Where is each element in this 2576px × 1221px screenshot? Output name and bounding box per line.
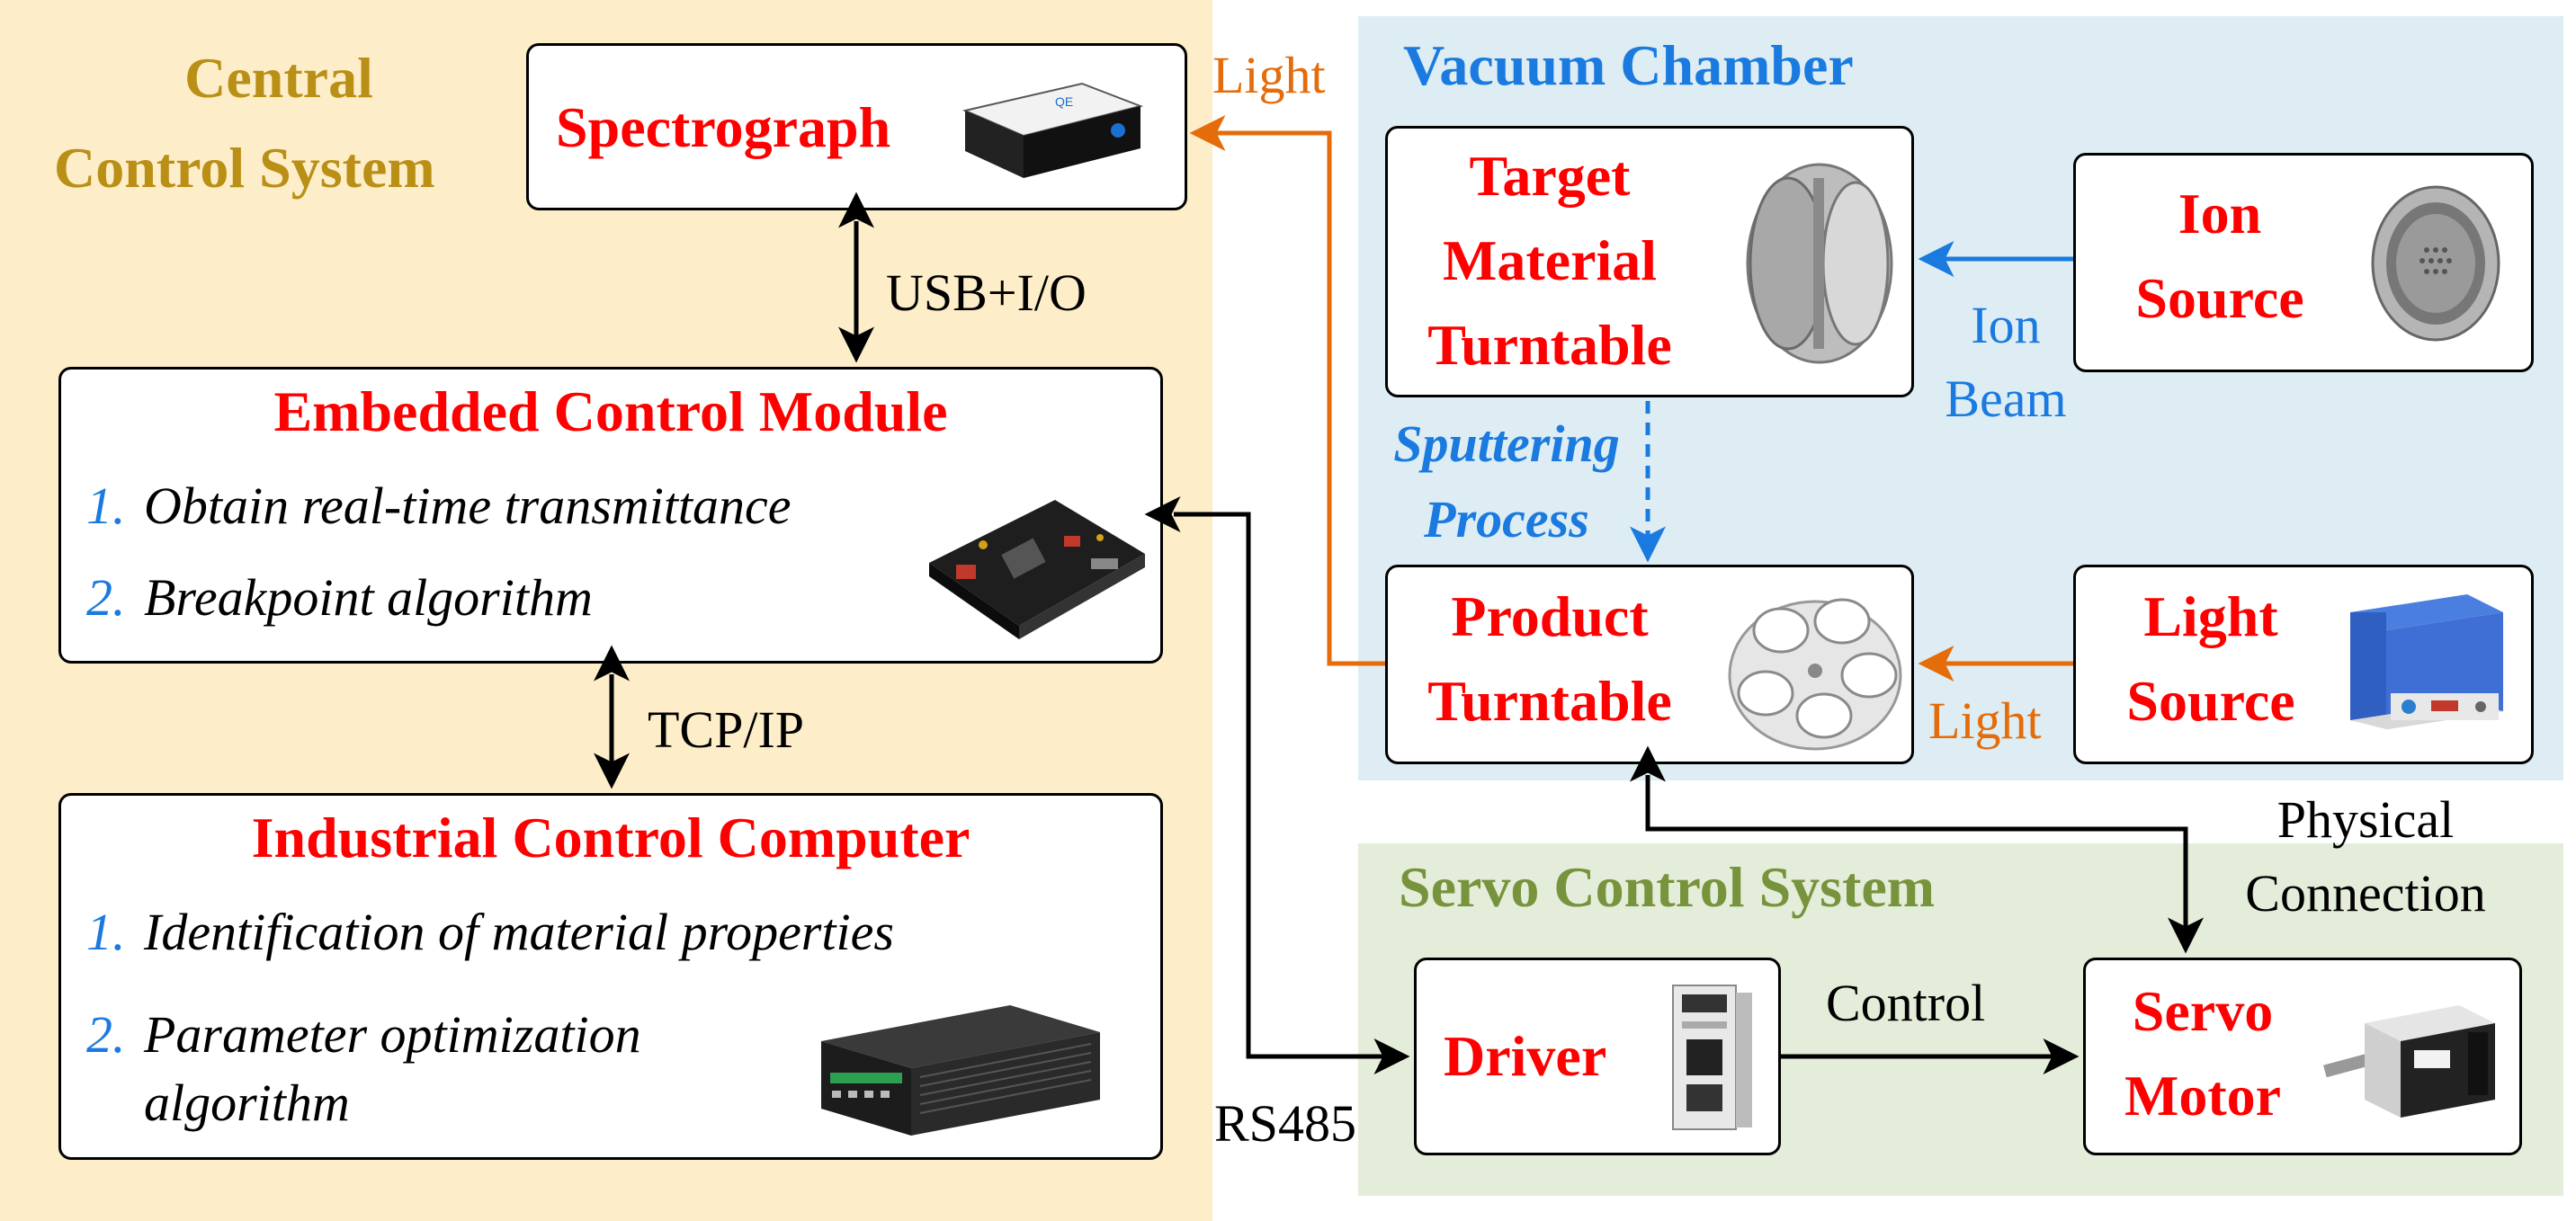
circuit-board-icon — [929, 500, 1145, 639]
ion-source-box: Ion Source — [2073, 153, 2534, 372]
industrial-item-2-num: 2. — [86, 1005, 126, 1064]
rs485-label: RS485 — [1214, 1094, 1356, 1153]
embedded-item-1-num: 1. — [86, 477, 126, 535]
physical-connection-arrow — [1630, 745, 2204, 954]
sputtering-label-line2: Process — [1424, 490, 1589, 548]
embedded-item-2-text: Breakpoint algorithm — [144, 568, 593, 627]
ion-source-title-line2: Source — [2135, 266, 2304, 330]
servo-motor-icon — [2323, 1005, 2495, 1118]
industrial-pc-icon — [821, 1005, 1100, 1136]
sputtering-label-line1: Sputtering — [1393, 414, 1620, 473]
wafer-turntable-icon — [1728, 598, 1902, 751]
light-source-box: Light Source — [2073, 565, 2534, 764]
ion-source-title-line1: Ion — [2178, 182, 2262, 245]
light-label-top: Light — [1212, 46, 1326, 104]
ion-beam-label-line1: Ion — [1971, 296, 2041, 354]
embedded-item-2-num: 2. — [86, 568, 126, 627]
target-drum-icon — [1746, 163, 1893, 364]
physical-label-line2: Connection — [2245, 864, 2486, 922]
embedded-title: Embedded Control Module — [273, 379, 948, 443]
product-turntable-box: Product Turntable — [1385, 565, 1914, 764]
servo-driver-icon — [1672, 985, 1752, 1130]
industrial-item-2-text-line2: algorithm — [144, 1074, 350, 1132]
target-material-turntable-box: Target Material Turntable — [1385, 126, 1914, 397]
servo-motor-box: Servo Motor — [2083, 958, 2522, 1155]
product-title-line2: Turntable — [1427, 669, 1672, 733]
ion-source-icon — [2371, 185, 2500, 342]
driver-title: Driver — [1444, 1024, 1607, 1088]
spectrograph-box: Spectrograph QE — [526, 43, 1187, 210]
industrial-item-1-num: 1. — [86, 903, 126, 961]
ion-beam-label-line2: Beam — [1945, 370, 2067, 428]
central-title-line1: Central — [184, 46, 373, 110]
light-source-box-icon — [2350, 594, 2503, 729]
embedded-item-1-text: Obtain real-time transmittance — [144, 477, 792, 535]
embedded-control-module-box: Embedded Control Module 1. Obtain real-t… — [58, 367, 1163, 664]
rs485-arrow — [1144, 496, 1410, 1074]
usb-io-label: USB+I/O — [886, 263, 1087, 322]
physical-label-line1: Physical — [2276, 790, 2455, 849]
target-title-line1: Target — [1469, 144, 1631, 208]
spectrometer-device-icon: QE — [962, 82, 1144, 178]
industrial-control-computer-box: Industrial Control Computer 1. Identific… — [58, 793, 1163, 1160]
driver-box: Driver — [1414, 958, 1781, 1155]
light-to-spectrograph-arrow — [1189, 115, 1385, 666]
industrial-item-1-text: Identification of material properties — [144, 903, 894, 961]
vacuum-title: Vacuum Chamber — [1403, 33, 1854, 97]
central-title-line2: Control System — [54, 136, 435, 200]
spectrograph-title: Spectrograph — [556, 95, 891, 159]
tcp-ip-label: TCP/IP — [648, 700, 805, 759]
light-source-title-line1: Light — [2143, 584, 2278, 648]
light-source-title-line2: Source — [2126, 669, 2295, 733]
svg-text:QE: QE — [1055, 94, 1073, 109]
control-label: Control — [1826, 974, 1986, 1032]
industrial-title: Industrial Control Computer — [251, 806, 970, 869]
target-title-line3: Turntable — [1427, 313, 1672, 377]
product-title-line1: Product — [1451, 584, 1649, 648]
servo-motor-title-line2: Motor — [2124, 1064, 2282, 1127]
servo-motor-title-line1: Servo — [2132, 979, 2274, 1043]
target-title-line2: Material — [1442, 228, 1658, 292]
light-label-bottom: Light — [1928, 691, 2042, 750]
industrial-item-2-text-line1: Parameter optimization — [144, 1005, 641, 1064]
